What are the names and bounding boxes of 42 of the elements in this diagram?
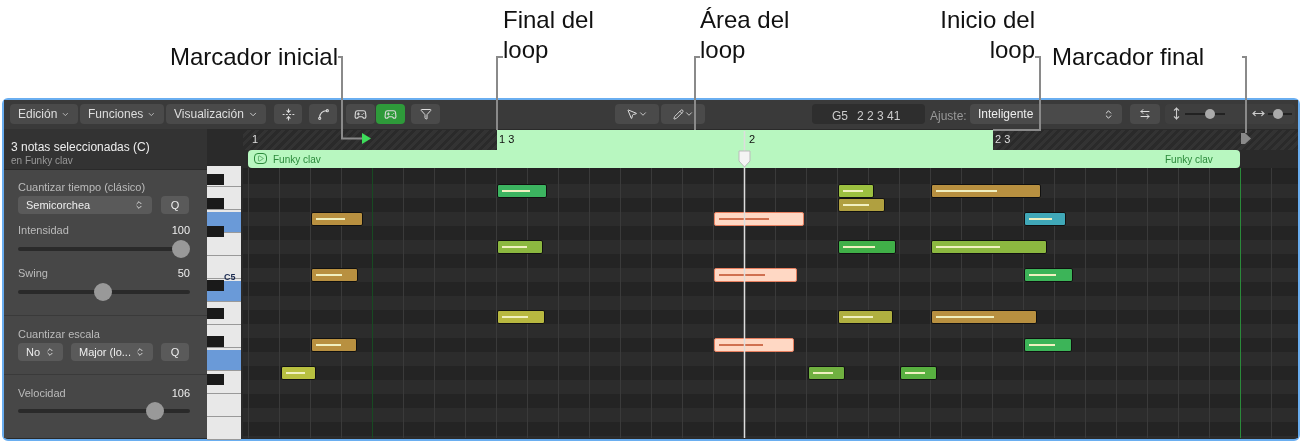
bar-number: 2 3 — [995, 132, 1011, 147]
callout-label: Área del loop — [700, 5, 818, 73]
slider-label: Velocidad — [18, 386, 66, 401]
region-name: Funky clav — [273, 153, 321, 167]
leader-line — [694, 56, 701, 131]
dropdown: No — [18, 343, 63, 361]
position-readout: 2 2 3 41 — [857, 108, 901, 125]
callout-label: Inicio del loop — [908, 5, 1035, 73]
leader-line — [337, 56, 363, 140]
menu-button: Edición — [10, 104, 78, 124]
slider-label: Swing — [18, 266, 48, 281]
dropdown: Semicorchea — [18, 196, 152, 214]
key-label: C5 — [224, 271, 236, 284]
slider-value: 106 — [171, 386, 190, 401]
snap-dropdown: Inteligente — [970, 104, 1122, 124]
section-heading: Cuantizar tiempo (clásico) — [18, 180, 146, 195]
leader-line — [496, 56, 504, 131]
start-marker — [362, 133, 371, 144]
field-label: Ajuste: — [930, 108, 967, 125]
menu-button: Visualización — [166, 104, 266, 124]
slider-label: Intensidad — [18, 223, 69, 238]
quantize-button: Q — [161, 196, 189, 214]
section-heading: Cuantizar escala — [18, 327, 100, 342]
bar-number: 1 — [252, 132, 259, 147]
bar-number: 2 — [749, 132, 756, 147]
callout-label: Marcador inicial — [128, 42, 338, 72]
callout-label: Marcador final — [1052, 42, 1242, 72]
callout-label: Final del loop — [503, 5, 621, 73]
bar-number: 1 3 — [499, 132, 515, 147]
menu-button: Funciones — [80, 104, 164, 124]
leader-line — [1241, 56, 1247, 134]
leader-line — [992, 56, 1041, 131]
slider-value: 100 — [171, 223, 190, 238]
end-marker — [1241, 133, 1251, 144]
dropdown: Major (lo... — [71, 343, 153, 361]
selection-subtitle: en Funky clav — [11, 154, 73, 168]
quantize-button: Q — [161, 343, 189, 361]
selection-title: 3 notas seleccionadas (C) — [11, 139, 150, 156]
slider-value: 50 — [177, 266, 190, 281]
region-name: Funky clav — [1165, 153, 1213, 167]
loop-bar — [497, 130, 993, 150]
pitch-readout: G5 — [832, 108, 848, 125]
